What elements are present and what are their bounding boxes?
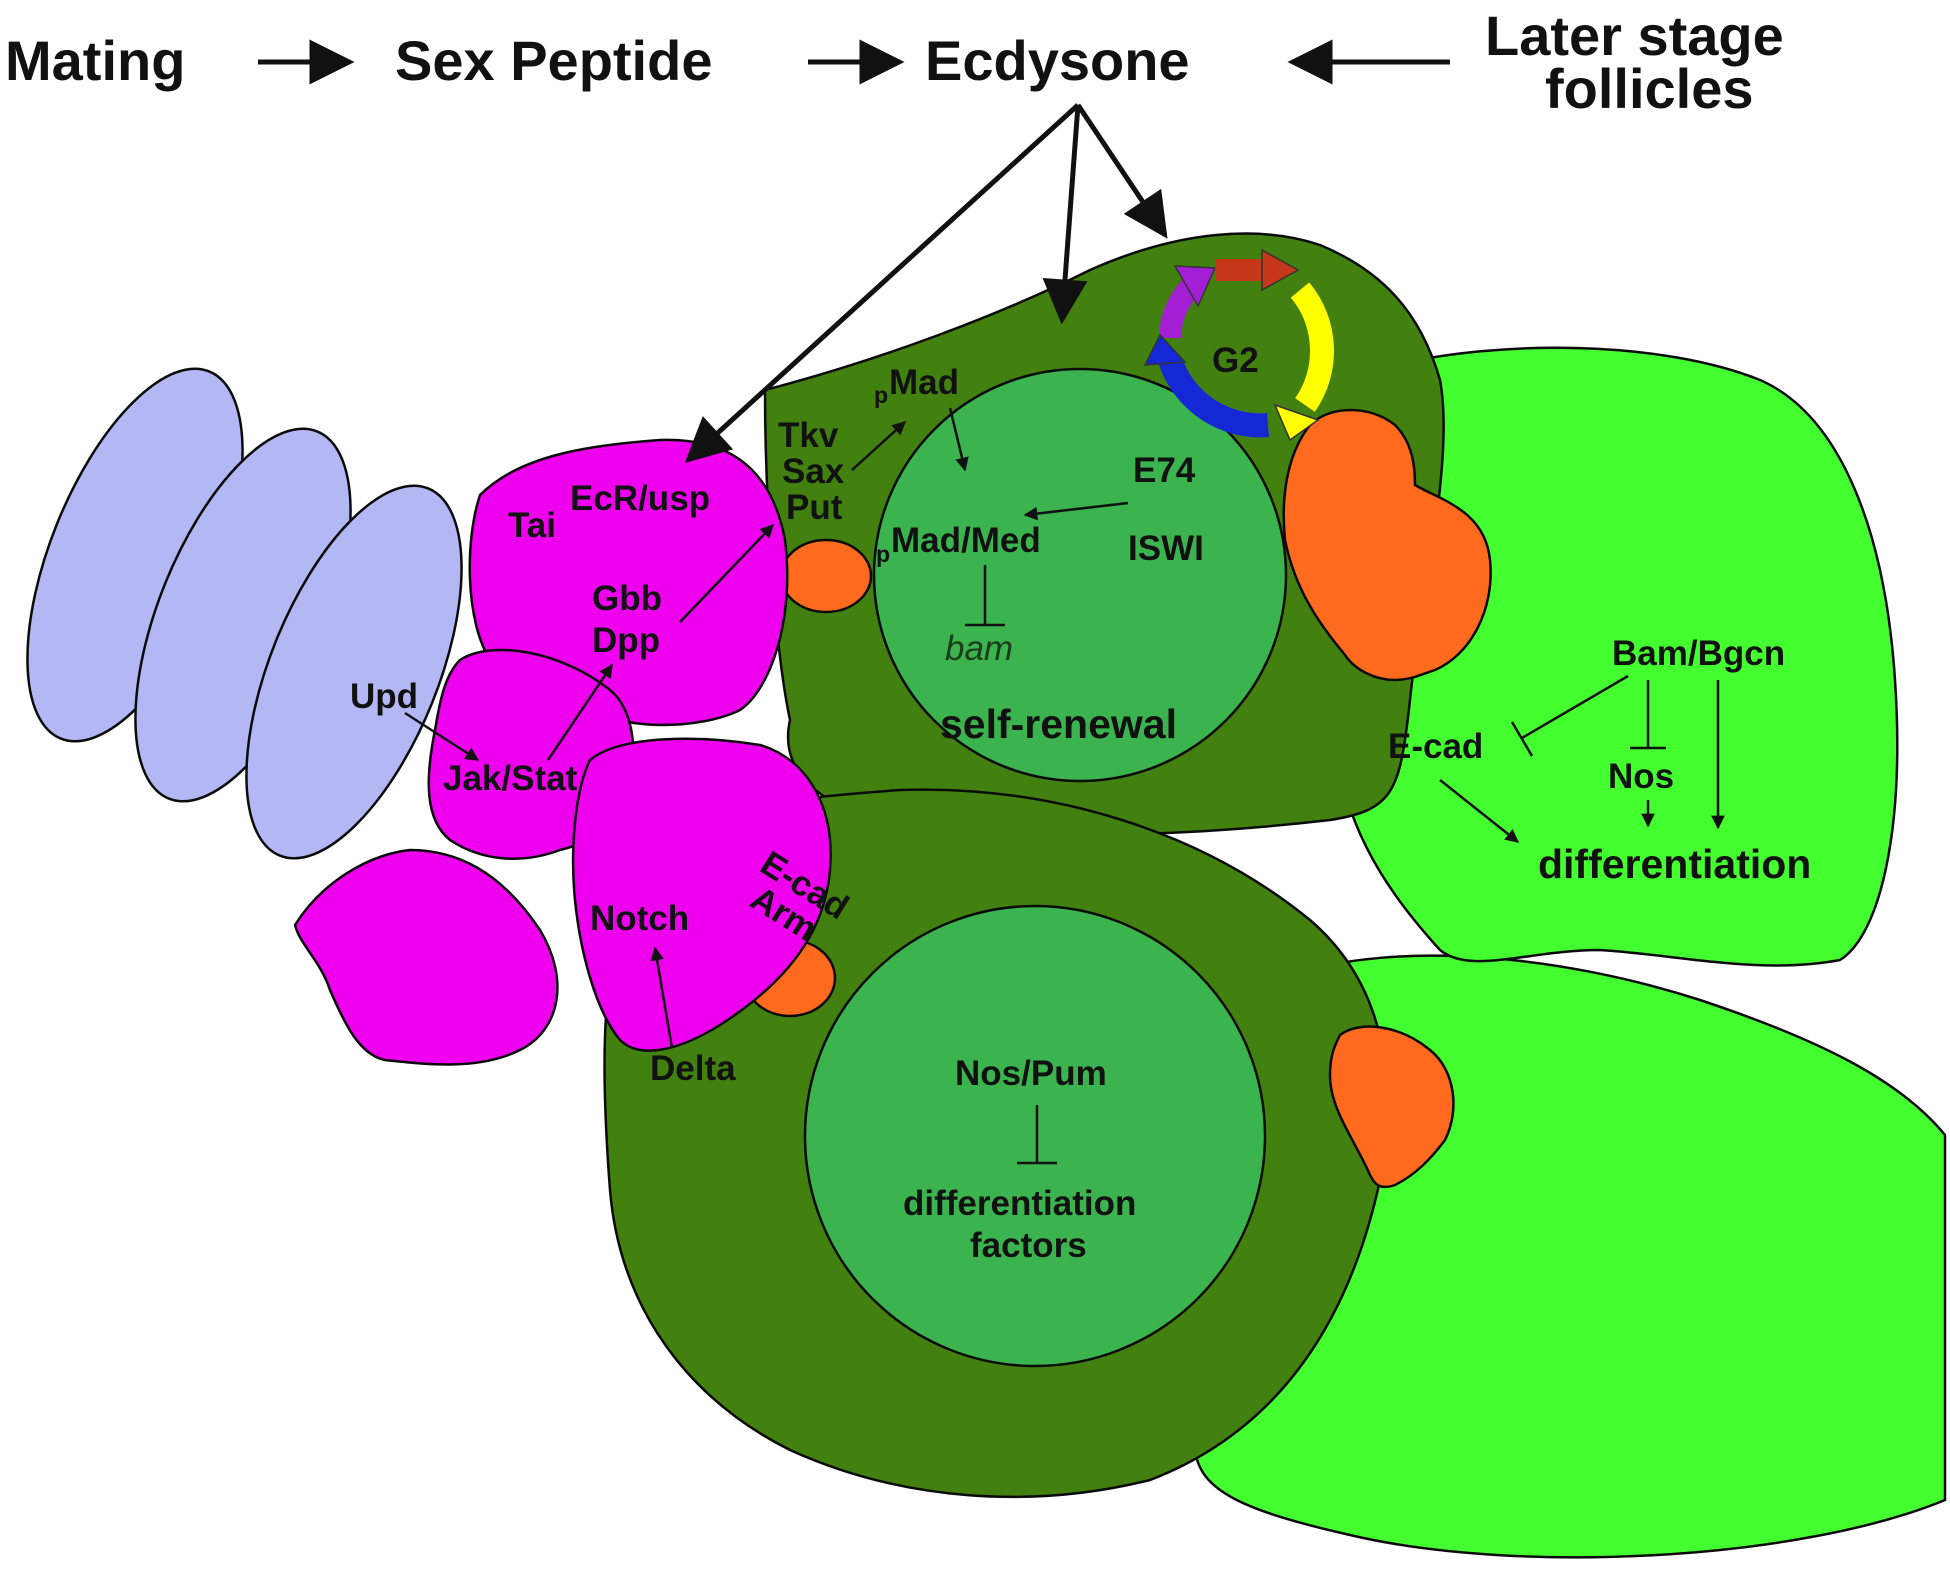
inhibit-bam-nos xyxy=(1630,680,1666,750)
label-sax: Sax xyxy=(782,452,845,491)
header-mating: Mating xyxy=(5,29,185,92)
upper-gsc-nucleus xyxy=(872,367,1288,783)
label-upd: Upd xyxy=(350,677,418,716)
label-nos-pum: Nos/Pum xyxy=(955,1054,1107,1093)
label-bam-bgcn: Bam/Bgcn xyxy=(1612,634,1785,673)
label-e74: E74 xyxy=(1133,451,1196,490)
arrow-jak-gbb xyxy=(546,663,614,761)
terminal-filament-cell-3 xyxy=(245,484,463,860)
label-pmad-med: Mad/Med xyxy=(891,521,1041,560)
arrow-ecad-differentiation xyxy=(1439,779,1520,843)
cycle-arrow-yellow xyxy=(1290,282,1334,412)
label-gbb: Gbb xyxy=(592,579,662,618)
label-notch: Notch xyxy=(590,899,689,938)
arrow-e74-pmadmed xyxy=(1023,501,1129,521)
cycle-arrowhead-blue xyxy=(1143,333,1187,366)
label-ecad-cb: E-cad xyxy=(1388,727,1483,766)
arrow-pmad-pmadmed xyxy=(948,407,969,472)
label-tai: Tai xyxy=(508,506,556,545)
header-follicles: follicles xyxy=(1545,57,1754,120)
cycle-arrowhead-red xyxy=(1261,248,1300,292)
label-bam: bam xyxy=(945,629,1013,668)
cycle-arrowhead-yellow xyxy=(1273,403,1320,442)
label-diff-factors-1: differentiation xyxy=(903,1184,1136,1223)
label-pmad-sub: p xyxy=(874,382,888,408)
label-pmad-med-sub: p xyxy=(876,541,890,567)
cycle-arrow-blue xyxy=(1158,355,1269,438)
label-pmad: Mad xyxy=(889,363,959,402)
label-nos: Nos xyxy=(1608,757,1674,796)
lower-gsc-nucleus xyxy=(803,904,1267,1368)
label-dpp: Dpp xyxy=(592,621,660,660)
label-put: Put xyxy=(786,488,843,527)
cap-cell-bottom xyxy=(293,848,559,1066)
arrow-dpp-tkv xyxy=(679,524,774,623)
header-later-stage: Later stage xyxy=(1485,4,1784,67)
cap-cell-notch xyxy=(571,737,832,1052)
label-iswi: ISWI xyxy=(1128,529,1204,568)
label-diff-factors-2: factors xyxy=(970,1226,1087,1265)
escort-cell-lower xyxy=(1328,1025,1455,1189)
header-sex-peptide: Sex Peptide xyxy=(395,29,712,92)
label-tkv: Tkv xyxy=(778,416,839,455)
ecdysone-arrow-to-gsc xyxy=(1042,104,1088,325)
label-ecr-usp: EcR/usp xyxy=(570,479,710,518)
escort-cell-upper xyxy=(1282,408,1492,682)
inhibit-pmadmed-bam xyxy=(965,565,1005,627)
label-differentiation: differentiation xyxy=(1538,841,1811,887)
cycle-label-g2: G2 xyxy=(1212,341,1259,380)
upper-gsc-spectrosome xyxy=(779,538,873,614)
ecdysone-arrow-to-cycle xyxy=(1075,103,1168,239)
header-ecdysone: Ecdysone xyxy=(925,29,1190,92)
ecdysone-arrow-to-niche xyxy=(684,103,1080,464)
arrow-upd-jak xyxy=(404,711,480,762)
arrow-put-pmad xyxy=(851,421,907,471)
cycle-arrowhead-purple xyxy=(1173,265,1217,308)
label-delta: Delta xyxy=(650,1049,736,1088)
inhibit-bam-ecad xyxy=(1510,674,1629,757)
label-jak-stat: Jak/Stat xyxy=(443,759,578,798)
cell-cycle-ring: G2 xyxy=(1143,248,1334,442)
arrow-delta-notch xyxy=(650,946,674,1049)
label-self-renewal: self-renewal xyxy=(940,701,1177,747)
terminal-filament xyxy=(26,367,463,860)
inhibit-nospum-factors xyxy=(1017,1105,1057,1165)
